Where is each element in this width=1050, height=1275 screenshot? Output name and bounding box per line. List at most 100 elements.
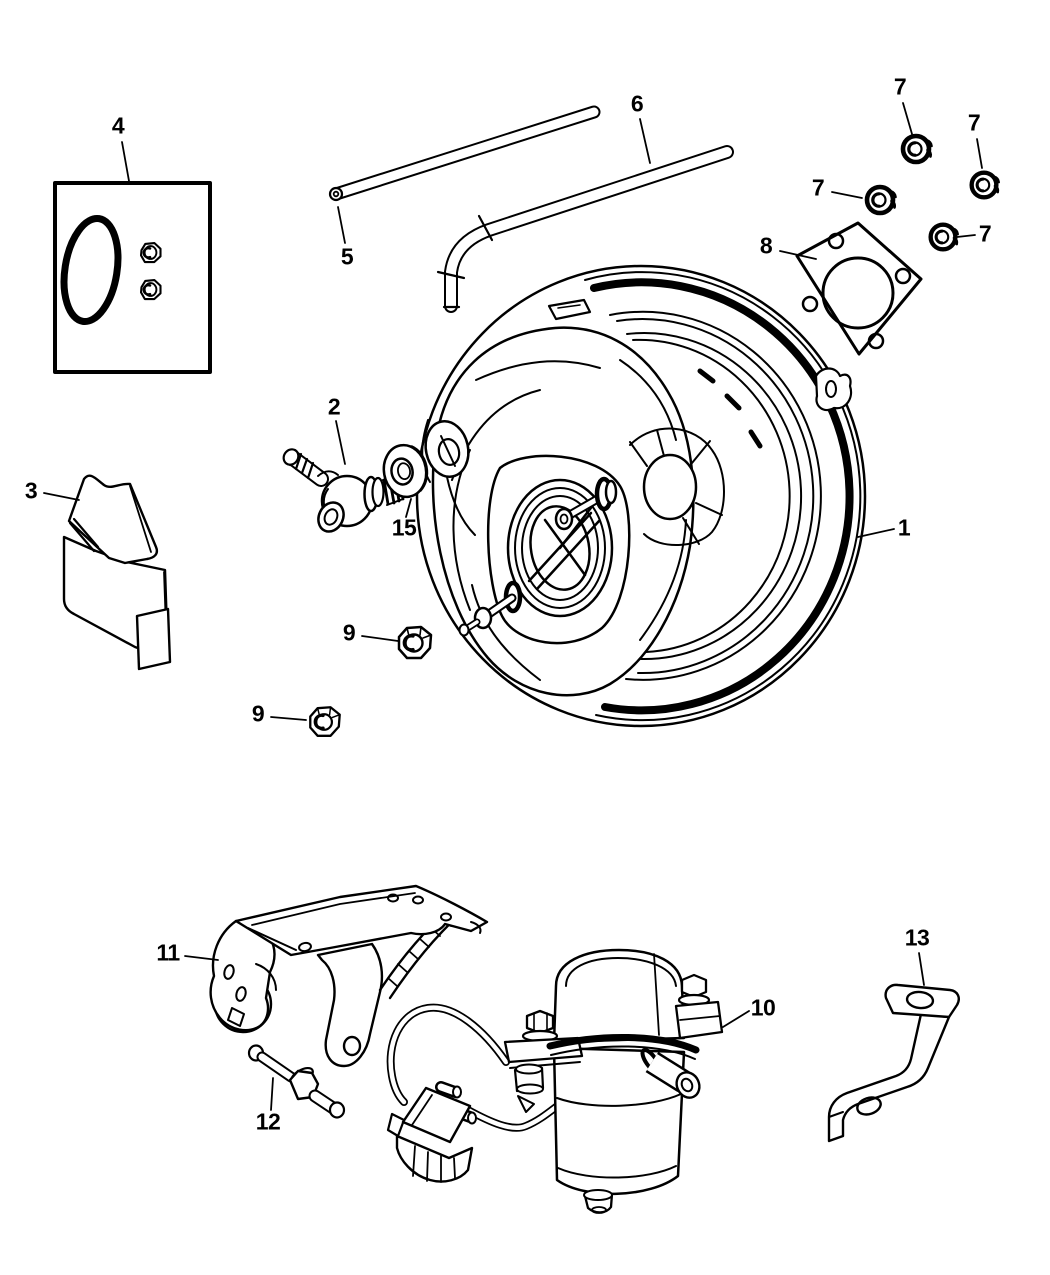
bracket-hole <box>223 964 235 980</box>
hose-open-end <box>328 186 344 202</box>
booster-hub-ring <box>514 487 606 609</box>
pump-wire-harness <box>386 1003 606 1132</box>
bracket-hole <box>342 1035 362 1057</box>
callout-13: 13 <box>904 924 930 951</box>
wire-clip <box>517 1095 535 1113</box>
booster-recess-spokes <box>629 429 723 545</box>
leader-line-10 <box>722 1010 750 1028</box>
kit-nut <box>139 278 162 301</box>
bracket-top-tab <box>884 983 960 1019</box>
pump-connector <box>386 1081 477 1183</box>
leader-line-8 <box>779 250 817 260</box>
callout-4: 4 <box>111 112 125 139</box>
booster-seam-ring <box>632 338 791 653</box>
callout-8: 8 <box>759 232 773 259</box>
callout-7d: 7 <box>978 220 992 247</box>
callout-10: 10 <box>750 994 776 1021</box>
callout-3: 3 <box>24 477 38 504</box>
booster-hub-ring <box>521 495 599 601</box>
booster-gasket <box>795 221 923 356</box>
callout-15: 15 <box>391 514 417 541</box>
booster-rim-ring <box>584 271 862 722</box>
bracket-hole <box>235 986 247 1002</box>
gasket-bolt-hole <box>827 232 845 250</box>
callout-1: 1 <box>897 514 911 541</box>
bracket-top-flange <box>234 884 489 957</box>
leader-line-5 <box>337 206 346 244</box>
connector-upper-shell <box>401 1086 472 1144</box>
grommet <box>382 443 429 499</box>
leader-line-7b <box>976 138 983 169</box>
brake-booster <box>415 264 867 728</box>
booster-recess <box>629 427 725 546</box>
pump-right-bolt <box>674 973 724 1040</box>
callout-2: 2 <box>327 393 341 420</box>
pump-left-bolt <box>503 1009 584 1095</box>
flange-nut <box>972 173 999 198</box>
callout-11: 11 <box>156 939 180 966</box>
callout-5: 5 <box>340 243 354 270</box>
leader-line-3 <box>43 492 80 501</box>
leader-line-6 <box>639 118 651 164</box>
booster-stud-lower <box>458 580 523 637</box>
valve-barb-tip <box>282 448 300 466</box>
booster-hub-bore <box>529 505 591 591</box>
leader-line-2 <box>335 420 346 465</box>
booster-seam-ring <box>616 318 815 675</box>
hose-sleeve-line <box>477 214 494 242</box>
gasket-bolt-hole <box>867 332 885 350</box>
booster-top-tab <box>547 298 592 321</box>
callout-7a: 7 <box>893 73 907 100</box>
leader-line-9a <box>361 635 399 642</box>
leader-line-11 <box>184 955 219 961</box>
hardware-kit-box <box>53 181 212 374</box>
bracket-hole <box>298 941 312 953</box>
booster-face-creases <box>446 359 687 681</box>
vacuum-hose-straight <box>328 105 601 202</box>
gasket-bolt-hole <box>801 295 819 313</box>
booster-face-hole <box>642 453 698 521</box>
connector-pin <box>467 1111 477 1125</box>
callout-7b: 7 <box>967 109 981 136</box>
connector-lower-shell <box>395 1134 474 1183</box>
valve-port <box>317 501 345 533</box>
check-valve <box>282 448 405 533</box>
bracket-lower-arm <box>316 942 384 1068</box>
vacuum-pump <box>386 948 724 1214</box>
bracket-hole <box>905 990 935 1010</box>
shield-tab <box>135 607 172 671</box>
flange-nut <box>931 225 958 250</box>
hose-sleeve-line <box>436 270 466 280</box>
booster-stud-upper <box>554 476 618 531</box>
bracket-hole <box>856 1096 882 1116</box>
bracket-left-lobe <box>209 919 276 1032</box>
booster-right-ear <box>814 367 853 412</box>
stud-bolt <box>247 1044 346 1119</box>
bracket-body <box>827 1012 951 1143</box>
leader-line-9b <box>270 716 307 721</box>
stud-end <box>328 1101 346 1119</box>
booster-pushrod-bars <box>527 498 601 591</box>
booster-seam-ring <box>609 310 822 681</box>
gasket-center-hole <box>821 256 895 330</box>
pump-outlet-port <box>640 1047 701 1099</box>
hex-nut <box>397 625 433 660</box>
pump-clamp-band <box>546 1033 700 1054</box>
booster-rim-band <box>590 278 854 715</box>
o-ring <box>60 214 122 326</box>
connector-clip-tab <box>386 1112 406 1138</box>
booster-vent-ticks <box>697 368 763 449</box>
leader-line-4 <box>121 141 130 182</box>
gasket-plate <box>795 221 923 356</box>
flange-nut <box>903 136 932 162</box>
leader-line-7d <box>956 234 976 238</box>
callout-9b: 9 <box>251 700 265 727</box>
support-bracket <box>827 983 960 1143</box>
connector-pin <box>452 1085 462 1099</box>
bracket-hole <box>387 893 399 903</box>
flange-nut <box>867 187 896 213</box>
mounting-bracket <box>209 884 489 1068</box>
leader-lines <box>43 102 983 1111</box>
callout-7c: 7 <box>811 174 825 201</box>
